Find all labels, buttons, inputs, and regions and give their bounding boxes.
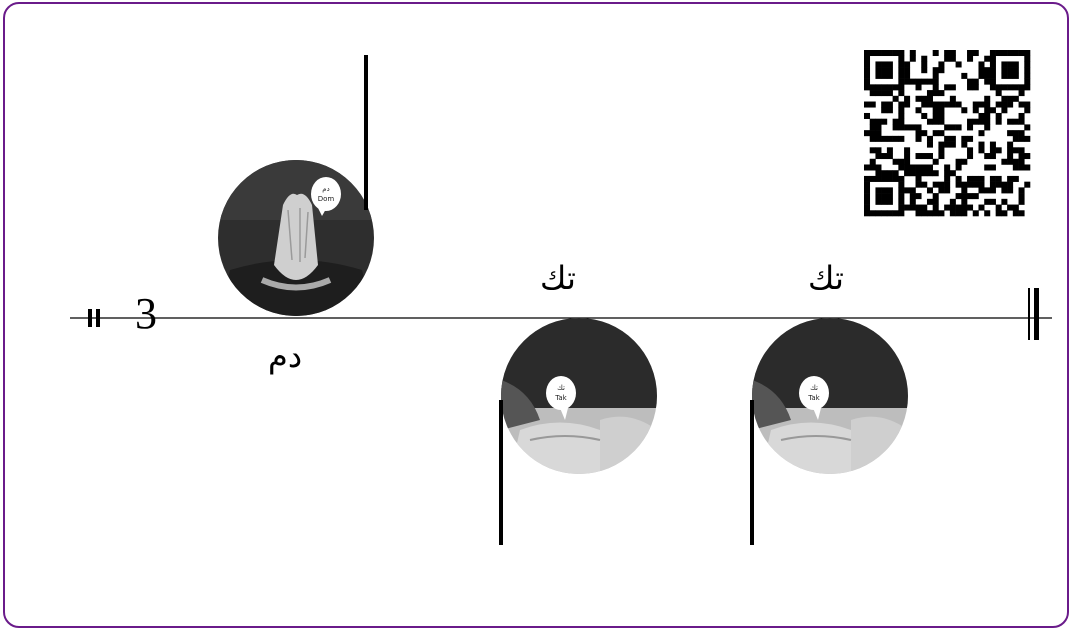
hands-together-icon: دم Dom: [218, 160, 374, 316]
end-double-bar-icon: [1028, 288, 1039, 340]
qr-code-icon: [864, 50, 1030, 216]
time-signature: 3: [135, 292, 157, 336]
hand-on-drum-icon: تك Tak: [501, 318, 657, 474]
dom-bubble-arabic: دم: [322, 185, 329, 193]
hand-on-drum-icon: تك Tak: [752, 318, 908, 474]
tak1-bubble-arabic: تك: [557, 384, 565, 392]
tak2-bubble-arabic: تك: [810, 384, 818, 392]
tak2-label: تك: [808, 262, 844, 294]
dom-bubble-latin: Dom: [318, 195, 335, 203]
tak2-bubble-latin: Tak: [807, 394, 820, 402]
dom-label: دم: [268, 340, 302, 372]
tak1-label: تك: [540, 262, 576, 294]
tak1-bubble-latin: Tak: [554, 394, 567, 402]
